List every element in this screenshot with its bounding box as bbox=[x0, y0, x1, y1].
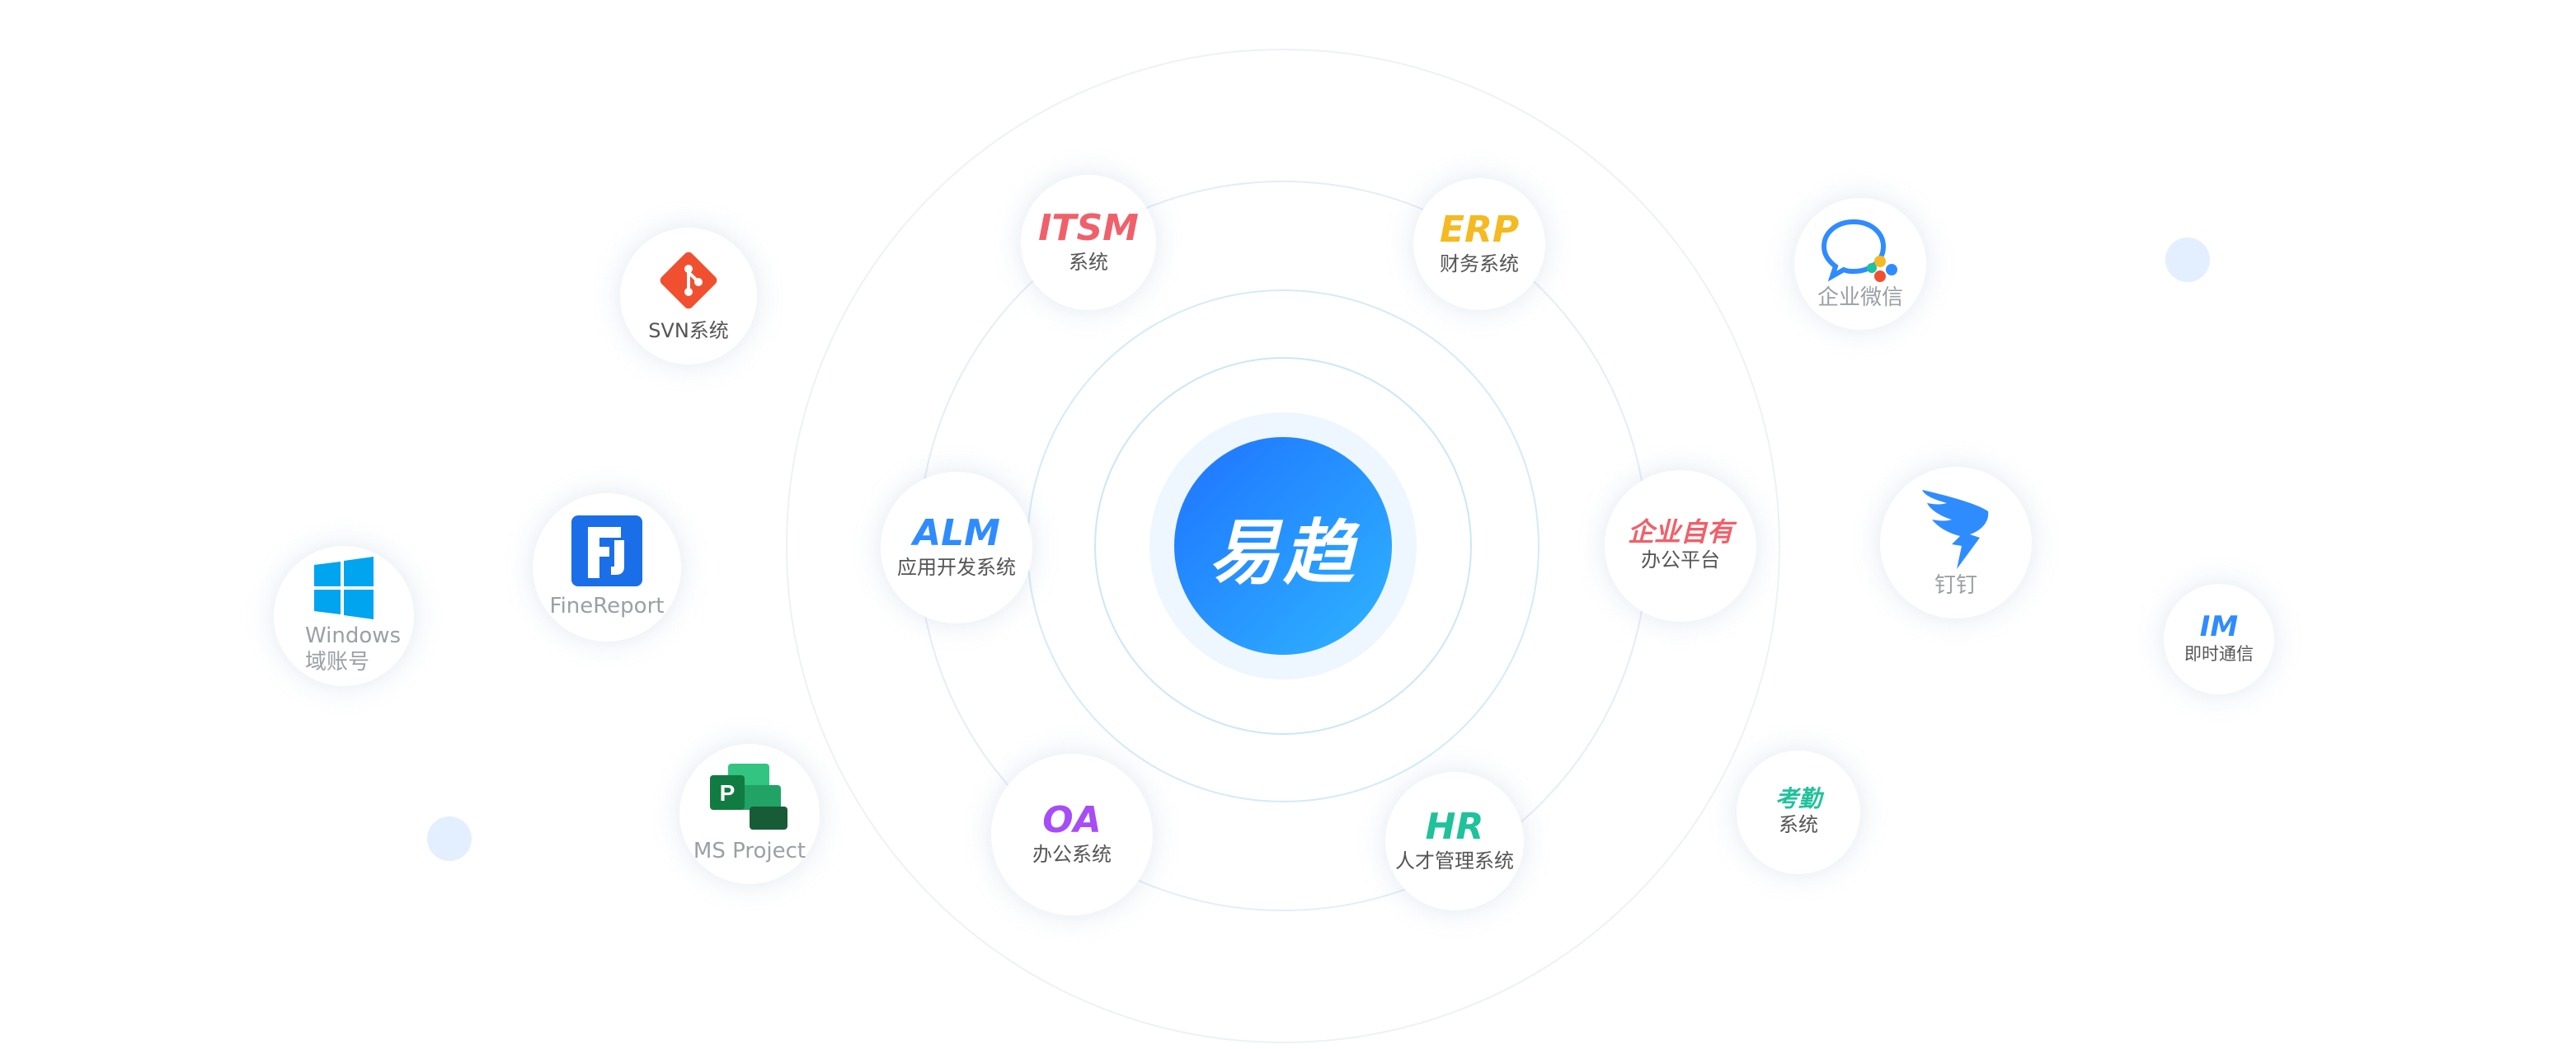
attendance-abbr: 考勤 bbox=[1775, 784, 1822, 812]
wecom-icon bbox=[1821, 219, 1897, 282]
decor-dot-right bbox=[2165, 238, 2210, 282]
hr-sub: 人才管理系统 bbox=[1395, 849, 1514, 873]
node-finereport[interactable]: FineReport bbox=[533, 493, 681, 642]
finereport-label: FineReport bbox=[549, 593, 665, 619]
windows-label-1: Windows bbox=[305, 623, 402, 648]
node-custom-platform[interactable]: 企业自有 办公平台 bbox=[1605, 470, 1756, 622]
svg-text:P: P bbox=[720, 780, 736, 806]
node-svn[interactable]: SVN系统 bbox=[620, 228, 757, 365]
node-erp[interactable]: ERP 财务系统 bbox=[1413, 178, 1545, 310]
custom-sub: 办公平台 bbox=[1641, 548, 1720, 572]
oa-abbr: OA bbox=[1042, 799, 1102, 842]
ms-project-icon: P bbox=[710, 763, 787, 830]
git-icon bbox=[660, 252, 717, 309]
im-abbr: IM bbox=[2199, 609, 2239, 643]
node-attendance[interactable]: 考勤 系统 bbox=[1737, 750, 1860, 874]
custom-abbr: 企业自有 bbox=[1627, 515, 1733, 548]
center-logo: 易趋 bbox=[1174, 437, 1392, 655]
node-itsm[interactable]: ITSM 系统 bbox=[1021, 175, 1156, 310]
node-wecom[interactable]: 企业微信 bbox=[1794, 198, 1926, 330]
node-dingtalk[interactable]: 钉钉 bbox=[1880, 467, 2032, 619]
wecom-label: 企业微信 bbox=[1817, 285, 1903, 310]
erp-sub: 财务系统 bbox=[1440, 252, 1519, 275]
alm-abbr: ALM bbox=[913, 512, 1000, 555]
attendance-sub: 系统 bbox=[1779, 813, 1818, 837]
center-label: 易趋 bbox=[1209, 511, 1357, 595]
node-hr[interactable]: HR 人才管理系统 bbox=[1385, 772, 1524, 910]
alm-sub: 应用开发系统 bbox=[897, 555, 1016, 579]
node-ms-project[interactable]: P MS Project bbox=[679, 744, 820, 884]
finereport-icon bbox=[571, 515, 642, 586]
itsm-sub: 系统 bbox=[1069, 250, 1108, 274]
hr-abbr: HR bbox=[1425, 806, 1484, 849]
node-windows[interactable]: Windows 域账号 bbox=[274, 546, 414, 686]
node-oa[interactable]: OA 办公系统 bbox=[991, 754, 1153, 915]
decor-dot-left bbox=[427, 816, 472, 861]
dingtalk-icon bbox=[1922, 489, 1989, 569]
windows-icon bbox=[314, 556, 374, 619]
dingtalk-label: 钉钉 bbox=[1934, 572, 1977, 598]
im-sub: 即时通信 bbox=[2184, 644, 2254, 665]
windows-label-2: 域账号 bbox=[305, 650, 370, 675]
ms-project-label: MS Project bbox=[693, 838, 806, 863]
erp-abbr: ERP bbox=[1439, 209, 1520, 252]
itsm-abbr: ITSM bbox=[1038, 207, 1139, 250]
oa-sub: 办公系统 bbox=[1032, 842, 1112, 866]
node-im[interactable]: IM 即时通信 bbox=[2164, 584, 2274, 694]
svn-label: SVN系统 bbox=[648, 319, 729, 343]
node-alm[interactable]: ALM 应用开发系统 bbox=[881, 472, 1032, 623]
